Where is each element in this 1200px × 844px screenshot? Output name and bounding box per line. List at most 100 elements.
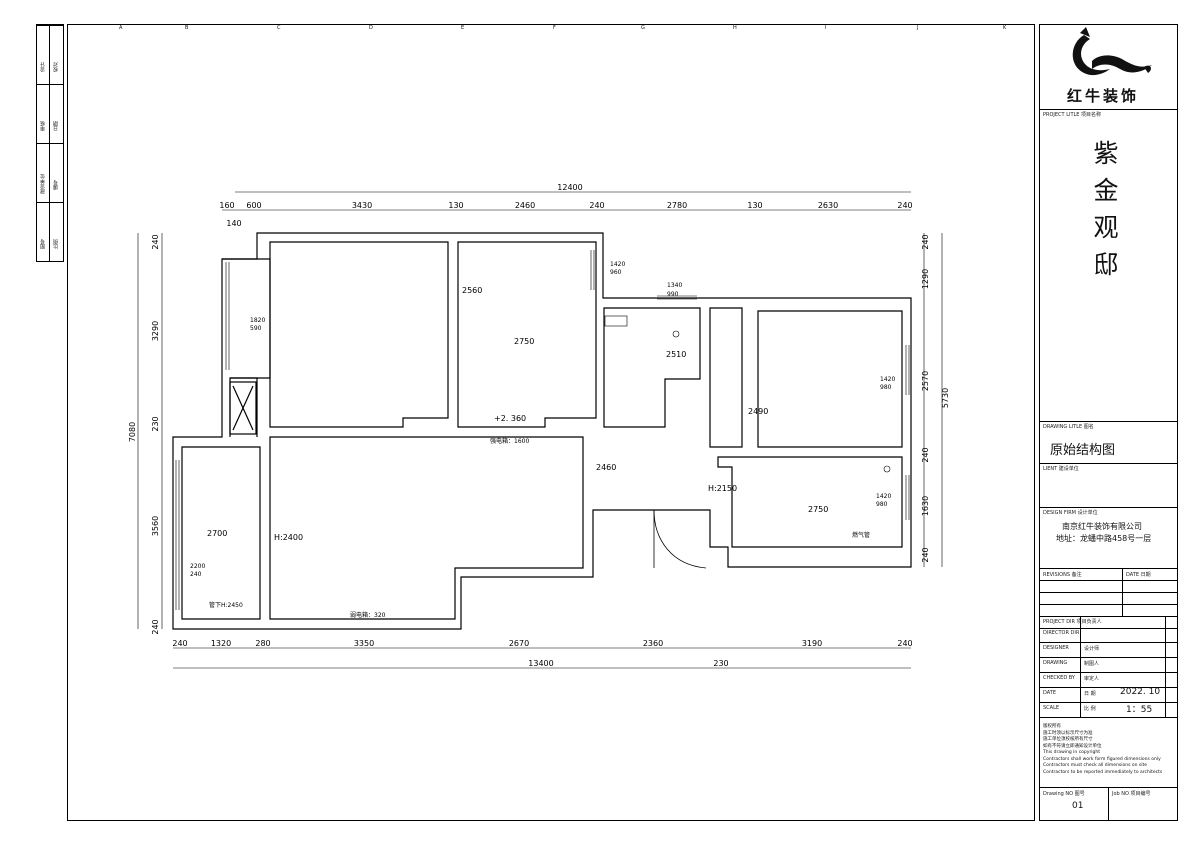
door-height-label: H:2150 <box>708 484 737 493</box>
window-label: 980 <box>876 501 888 508</box>
gas-pipe-label: 燃气管 <box>852 531 870 539</box>
dim-label: 240 <box>151 619 160 634</box>
window-label: 1820 <box>250 317 265 324</box>
note-line: 施工时须以标示尺寸为准 <box>1043 730 1093 736</box>
grid-letter: J <box>917 25 919 31</box>
grid-letters-top: A B C D E F G H I J K <box>67 25 1033 35</box>
strip-cell: 设计 校对 <box>37 25 63 85</box>
project-dir-label: PROJECT DIR 项目负责人 <box>1043 619 1102 625</box>
firm-name: 南京红牛装饰有限公司 <box>1062 522 1142 531</box>
scale-value: 1：55 <box>1126 705 1153 715</box>
dim-right-total: 5730 <box>941 388 950 408</box>
note-line: 版权所有 <box>1043 724 1061 729</box>
dim-label: 240 <box>921 234 930 249</box>
scale-label: SCALE <box>1043 705 1060 711</box>
drawing-name: 原始结构图 <box>1050 443 1116 458</box>
drain-icon <box>883 465 891 473</box>
grid-letter: G <box>641 25 645 31</box>
dim-label: 2360 <box>643 639 663 648</box>
revisions-label: REVISIONS 备注 <box>1043 572 1082 578</box>
drawing-label: DRAWING <box>1043 660 1068 666</box>
dim-label: 280 <box>255 639 270 648</box>
project-name-text: 紫金观邸 <box>1093 139 1119 279</box>
window-label: 1420 <box>610 261 625 268</box>
title-block: 红牛装饰 PROJECT LITLE 项目名称 紫金观邸 DRAWING LIT… <box>1039 24 1178 821</box>
bull-logo-icon <box>1072 27 1152 76</box>
weak-box-label: 弱电箱：320 <box>350 611 386 619</box>
sink-icon <box>604 315 628 327</box>
date-label: DATE <box>1043 690 1057 696</box>
job-no-label: Job NO 项目编号 <box>1112 791 1151 797</box>
drawing-no: 01 <box>1072 801 1084 811</box>
dim-140: 140 <box>226 219 241 228</box>
windows <box>175 250 910 610</box>
grid-letter: E <box>461 25 465 31</box>
strip-cell: 建设单位 编号 <box>37 143 63 203</box>
strip-cell: 审核 日期 <box>37 84 63 144</box>
dim-label: 3560 <box>151 516 160 536</box>
director-label: DIRECTOR DIR <box>1043 630 1080 636</box>
project-title-label: PROJECT LITLE 项目名称 <box>1043 112 1102 118</box>
grid-letter: B <box>185 25 189 31</box>
dim-label: 240 <box>921 447 930 462</box>
dimension-lines <box>137 191 943 669</box>
drawing-no-label: Drawing NO 图号 <box>1043 791 1085 797</box>
grid-letter: C <box>277 25 281 31</box>
window-label: 1420 <box>880 376 895 383</box>
logo-name: 红牛装饰 <box>1067 87 1140 105</box>
dim-label: 1630 <box>921 496 930 516</box>
dim-label: 230 <box>151 416 160 431</box>
dim-label: 130 <box>747 201 762 210</box>
grid-letter: A <box>119 25 123 31</box>
drain-icon <box>672 330 680 338</box>
designer-label: DESIGNER <box>1043 645 1069 651</box>
dim-label: 2570 <box>921 371 930 391</box>
room-labels: 2560 2750 2510 2490 2460 2750 2700 +2. 3… <box>207 286 828 542</box>
dim-label: 2460 <box>515 201 535 210</box>
dim-label: 1320 <box>211 639 231 648</box>
height-label: 2560 <box>462 286 482 295</box>
grid-letter: K <box>1003 25 1007 31</box>
door-height-label: H:2400 <box>274 533 303 542</box>
dim-label: 600 <box>246 201 261 210</box>
note-line: Contractors to be reported immediately t… <box>1043 769 1163 775</box>
dims-top: 160 600 3430 130 2460 240 2780 130 2630 … <box>219 201 912 210</box>
height-label: 2460 <box>596 463 616 472</box>
height-label: 2750 <box>808 505 828 514</box>
window-label: 980 <box>880 384 892 391</box>
dim-label: 240 <box>172 639 187 648</box>
project-name: 紫金观邸 <box>1092 135 1122 283</box>
window-label: 990 <box>667 291 679 298</box>
dim-label: 240 <box>897 639 912 648</box>
walls <box>172 232 912 630</box>
dims-bottom: 240 1320 280 3350 2670 2360 3190 240 <box>172 639 912 648</box>
dim-label: 240 <box>897 201 912 210</box>
dim-label: 3290 <box>151 321 160 341</box>
dim-label: 3430 <box>352 201 372 210</box>
window-label: 1340 <box>667 282 682 289</box>
dim-bottom-230: 230 <box>713 659 728 668</box>
client-label: LIENT 建设单位 <box>1043 466 1079 472</box>
design-firm-label: DESIGN FIRM 设计单位 <box>1043 510 1098 516</box>
logo: 红牛装饰 <box>1040 25 1177 109</box>
dim-label: 3350 <box>354 639 374 648</box>
date-cn: 日 期 <box>1084 691 1096 697</box>
note-line: 施工单位须校核所有尺寸 <box>1043 737 1093 742</box>
floor-plan: 12400 160 600 3430 130 2460 240 2780 130… <box>128 183 950 669</box>
dim-label: 240 <box>589 201 604 210</box>
dim-top-total: 12400 <box>557 183 582 192</box>
pipe-label: 管下H:2450 <box>209 601 243 609</box>
dim-label: 1290 <box>921 269 930 289</box>
elevation-label: +2. 360 <box>494 414 526 423</box>
door-swing <box>653 509 707 569</box>
note-line: This drawing in copyright <box>1043 750 1101 755</box>
drawing-frame <box>67 24 1035 821</box>
dim-label: 240 <box>151 234 160 249</box>
grid-letter: H <box>733 25 737 31</box>
strip-cell: 图号 比例 <box>37 202 63 262</box>
window-labels: 1420 960 1340 990 1820 590 1420 980 1420… <box>190 261 895 619</box>
note-line: Contractors shall work form figured dime… <box>1043 756 1161 762</box>
scale-cn: 比 例 <box>1084 706 1096 712</box>
grid-letter: D <box>369 25 373 31</box>
window-label: 240 <box>190 571 202 578</box>
